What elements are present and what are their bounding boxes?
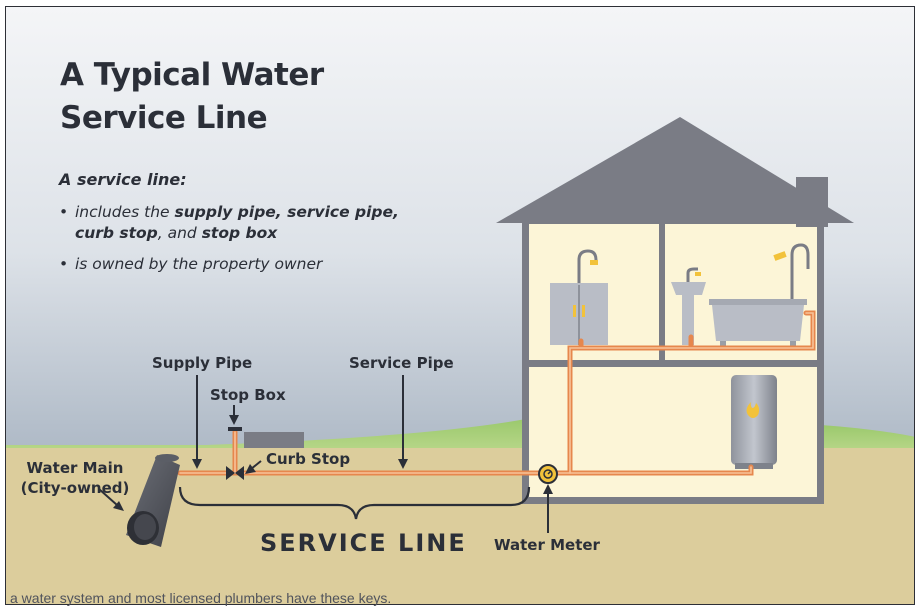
bullet-1-bold-1: supply pipe, service pipe, bbox=[174, 203, 399, 221]
label-service-pipe: Service Pipe bbox=[349, 354, 454, 372]
curb-stop-valve-2 bbox=[235, 466, 244, 480]
grass bbox=[6, 419, 526, 452]
bullet-dot: • bbox=[59, 255, 69, 273]
bathtub bbox=[709, 243, 810, 346]
diagram-frame: A Typical Water Service Line A service l… bbox=[5, 6, 915, 605]
label-water-main: Water Main (City-owned) bbox=[16, 458, 134, 498]
callout-arrows bbox=[98, 375, 553, 533]
water-main bbox=[126, 454, 180, 547]
intro-text: A service line: bbox=[59, 170, 187, 189]
bullet-1-text-2: , and bbox=[157, 224, 202, 242]
label-water-main-line-1: Water Main bbox=[26, 459, 124, 477]
diagram-art bbox=[6, 7, 914, 604]
footer-text-fragment: a water system and most licensed plumber… bbox=[10, 590, 392, 606]
label-water-meter: Water Meter bbox=[494, 536, 600, 554]
label-supply-pipe: Supply Pipe bbox=[152, 354, 253, 372]
bullet-dot: • bbox=[59, 203, 69, 221]
page-title: A Typical Water Service Line bbox=[60, 54, 324, 140]
bathroom-sink bbox=[671, 267, 706, 345]
title-line-1: A Typical Water bbox=[60, 57, 324, 93]
roof bbox=[496, 117, 854, 223]
label-curb-stop: Curb Stop bbox=[266, 450, 351, 468]
floor-divider bbox=[522, 360, 824, 367]
label-service-line: SERVICE LINE bbox=[260, 529, 467, 557]
bullet-1-text: includes the bbox=[75, 203, 175, 221]
label-stop-box: Stop Box bbox=[210, 386, 286, 404]
wall-divider bbox=[659, 220, 665, 364]
stop-box-cap bbox=[228, 427, 242, 431]
bullet-1-bold-3: stop box bbox=[201, 224, 278, 242]
water-heater bbox=[731, 375, 777, 469]
label-water-main-line-2: (City-owned) bbox=[20, 479, 130, 497]
bullet-1-bold-2: curb stop bbox=[75, 224, 158, 242]
water-meter bbox=[538, 464, 558, 484]
stop-box bbox=[244, 432, 304, 448]
title-line-2: Service Line bbox=[60, 100, 268, 136]
kitchen-sink bbox=[550, 249, 608, 345]
bullet-list: • includes the supply pipe, service pipe… bbox=[59, 202, 479, 285]
curb-stop-valve bbox=[226, 466, 235, 480]
grass-right bbox=[821, 425, 914, 452]
bullet-item-2: • is owned by the property owner bbox=[59, 254, 479, 275]
service-line-brace bbox=[178, 486, 531, 520]
bullet-item-1: • includes the supply pipe, service pipe… bbox=[59, 202, 479, 244]
bullet-2-text: is owned by the property owner bbox=[75, 255, 323, 273]
